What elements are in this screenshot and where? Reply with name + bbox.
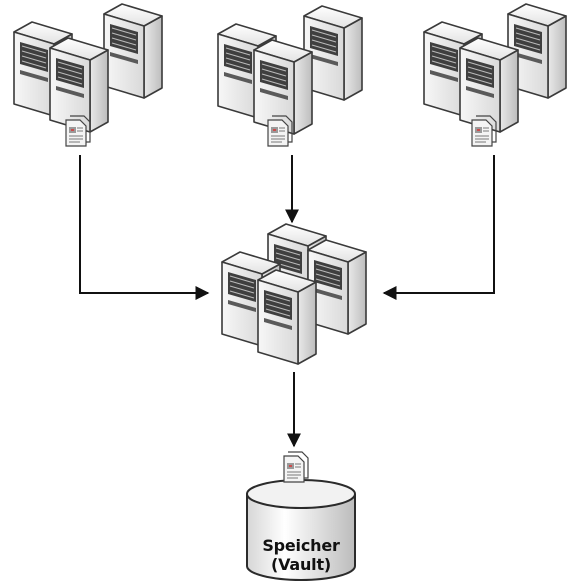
server-group-middle — [217, 5, 363, 147]
vault-label-line1: Speicher — [262, 536, 340, 555]
vault-storage — [246, 451, 356, 581]
server-group-left — [13, 3, 163, 147]
vault-label-line2: (Vault) — [270, 555, 332, 574]
connector-left — [79, 155, 210, 300]
server-group-right — [423, 3, 567, 147]
document-icon — [283, 451, 309, 483]
connector-right — [382, 155, 495, 300]
vault-label: Speicher (Vault) — [245, 536, 357, 574]
server-cluster-center — [221, 223, 367, 365]
